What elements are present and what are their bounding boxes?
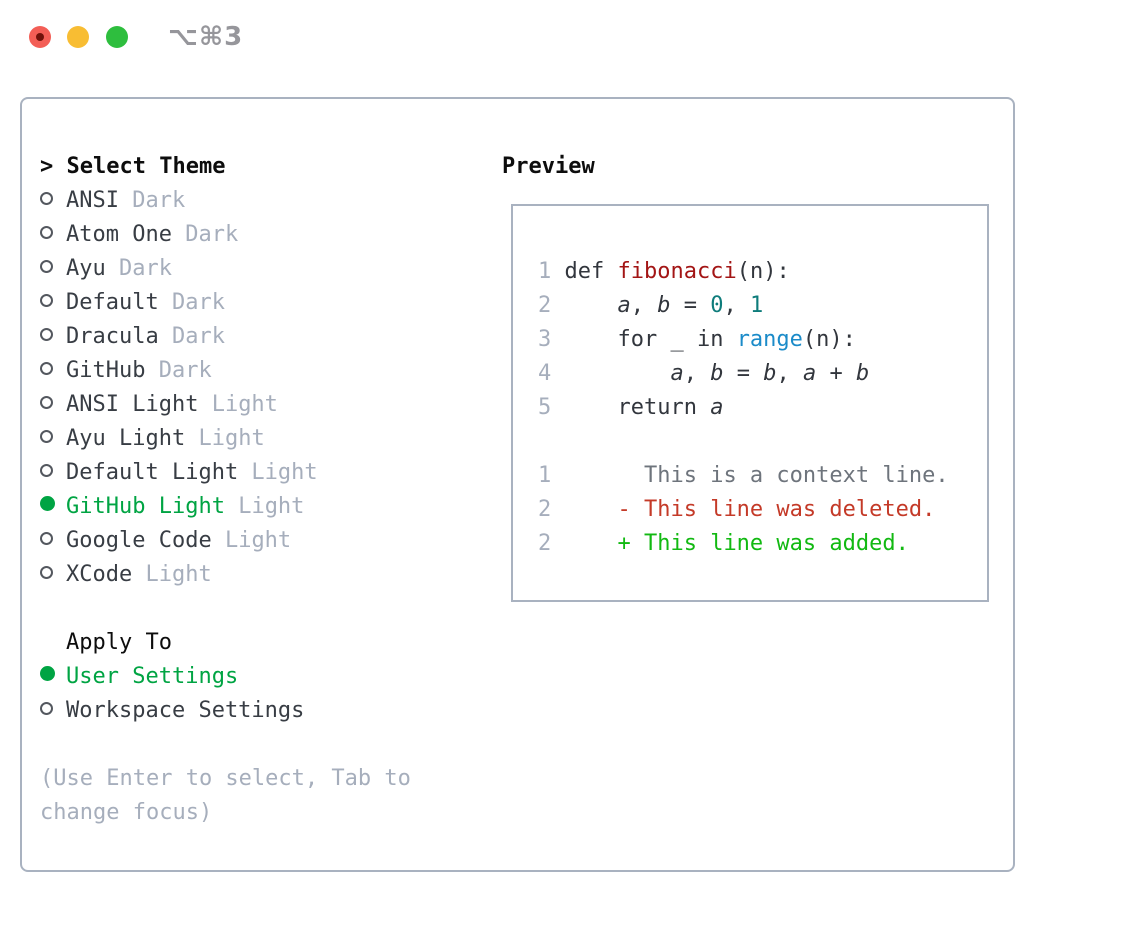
theme-item-dracula[interactable]: Dracula Dark [40, 320, 490, 354]
apply-option-workspace-settings[interactable]: Workspace Settings [40, 694, 490, 728]
theme-name: XCode [66, 562, 133, 587]
titlebar: ⌥⌘3 [0, 0, 1140, 75]
window-title: ⌥⌘3 [168, 22, 244, 52]
theme-name: Dracula [66, 324, 159, 349]
line-number: 2 [538, 531, 565, 556]
apply-to-header: Apply To [40, 626, 490, 660]
theme-variant: Light [211, 528, 292, 553]
theme-name: Ayu [66, 256, 106, 281]
zoom-button-icon[interactable] [106, 26, 128, 48]
theme-variant: Dark [158, 324, 225, 349]
radio-unselected-icon [40, 430, 53, 443]
radio-unselected-icon [40, 294, 53, 307]
radio-unselected-icon [40, 192, 53, 205]
theme-variant: Dark [145, 358, 212, 383]
line-number: 5 [538, 395, 565, 420]
radio-unselected-icon [40, 566, 53, 579]
theme-item-ansi-light[interactable]: ANSI Light Light [40, 388, 490, 422]
apply-to-header-label: Apply To [66, 630, 172, 655]
line-number: 4 [538, 361, 565, 386]
blank-line [538, 425, 949, 459]
radio-unselected-icon [40, 396, 53, 409]
code-line: 2 a, b = 0, 1 [538, 293, 764, 318]
theme-name: Atom One [66, 222, 172, 247]
line-number: 2 [538, 293, 565, 318]
spacer [40, 592, 490, 626]
radio-unselected-icon [40, 226, 53, 239]
diff-line: 2 + This line was added. [538, 531, 909, 556]
theme-item-github-light[interactable]: GitHub Light Light [40, 490, 490, 524]
theme-variant: Light [185, 426, 265, 451]
preview-box: 1 def fibonacci(n): 2 a, b = 0, 1 3 for _ … [511, 204, 989, 602]
code-line: 3 for _ in range(n): [538, 327, 856, 352]
theme-variant: Light [224, 494, 305, 519]
theme-item-ayu-light[interactable]: Ayu Light Light [40, 422, 490, 456]
code-line: 1 def fibonacci(n): [538, 259, 790, 284]
theme-name: ANSI Light [66, 392, 199, 417]
close-button-icon[interactable] [29, 26, 51, 48]
theme-variant: Light [198, 392, 278, 417]
theme-item-default-light[interactable]: Default Light Light [40, 456, 490, 490]
cursor-prefix: > [40, 154, 67, 179]
preview-header: Preview [502, 154, 595, 179]
radio-unselected-icon [40, 260, 53, 273]
theme-variant: Dark [105, 256, 172, 281]
select-theme-header: > Select Theme [40, 150, 490, 184]
radio-unselected-icon [40, 702, 53, 715]
line-number: 1 [538, 259, 565, 284]
code-preview: 1 def fibonacci(n): 2 a, b = 0, 1 3 for _ … [538, 255, 949, 561]
line-number: 1 [538, 463, 565, 488]
theme-name: Default [66, 290, 159, 315]
theme-item-ansi[interactable]: ANSI Dark [40, 184, 490, 218]
radio-unselected-icon [40, 464, 53, 477]
theme-variant: Light [132, 562, 212, 587]
radio-unselected-icon [40, 362, 53, 375]
radio-selected-icon [40, 666, 55, 681]
theme-item-github[interactable]: GitHub Dark [40, 354, 490, 388]
theme-name: GitHub [66, 358, 146, 383]
close-dot-icon [36, 33, 44, 41]
diff-line: 1 This is a context line. [538, 463, 949, 488]
radio-unselected-icon [40, 328, 53, 341]
line-number: 3 [538, 327, 565, 352]
radio-unselected-icon [40, 532, 53, 545]
apply-option-user-settings[interactable]: User Settings [40, 660, 490, 694]
theme-item-default[interactable]: Default Dark [40, 286, 490, 320]
theme-name: Default Light [66, 460, 239, 485]
theme-item-atom-one[interactable]: Atom One Dark [40, 218, 490, 252]
code-line: 5 return a [538, 395, 724, 420]
diff-line: 2 - This line was deleted. [538, 497, 936, 522]
theme-variant: Dark [171, 222, 239, 247]
minimize-button-icon[interactable] [67, 26, 89, 48]
theme-variant: Light [238, 460, 318, 485]
theme-item-ayu[interactable]: Ayu Dark [40, 252, 490, 286]
theme-name: Google Code [66, 528, 212, 553]
theme-name: ANSI [66, 188, 119, 213]
keyboard-hint: (Use Enter to select, Tab to change focu… [40, 766, 411, 825]
apply-option-label: Workspace Settings [66, 698, 305, 723]
code-line: 4 a, b = b, a + b [538, 361, 870, 386]
line-number: 2 [538, 497, 565, 522]
select-theme-header-label: Select Theme [66, 154, 226, 179]
theme-variant: Dark [158, 290, 225, 315]
theme-name: Ayu Light [66, 426, 186, 451]
theme-item-google-code[interactable]: Google Code Light [40, 524, 490, 558]
theme-variant: Dark [118, 188, 186, 213]
radio-selected-icon [40, 496, 55, 511]
theme-item-xcode[interactable]: XCode Light [40, 558, 490, 592]
apply-option-label: User Settings [66, 664, 239, 689]
theme-name: GitHub Light [66, 494, 225, 519]
